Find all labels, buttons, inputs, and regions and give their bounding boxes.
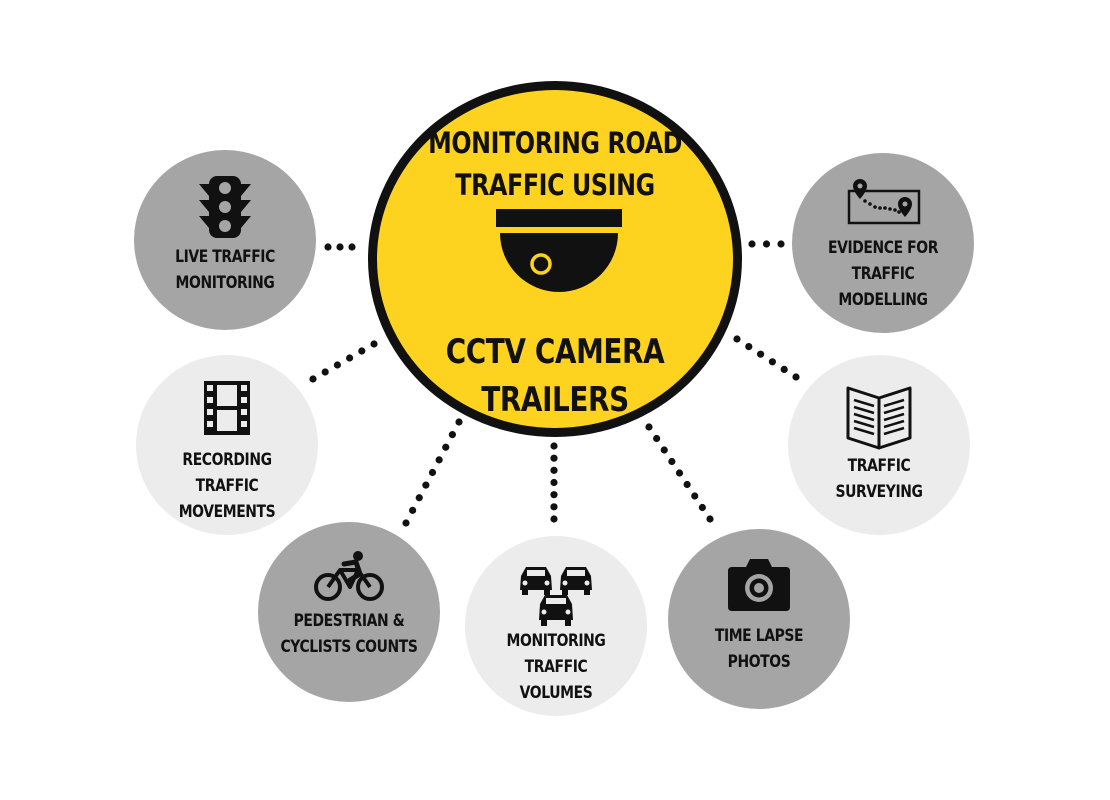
connector-dot: [321, 368, 329, 376]
node-label-line: MODELLING: [838, 290, 928, 310]
node-label-line: PEDESTRIAN &: [293, 611, 405, 631]
connector-dot: [550, 466, 558, 474]
connector-dot: [324, 243, 332, 251]
connector-dot: [358, 347, 366, 355]
connector-dot: [757, 350, 765, 358]
cyclist-icon: [314, 551, 384, 601]
connector-dot: [748, 240, 756, 248]
connector-dot: [336, 243, 344, 251]
connector-dot: [780, 365, 788, 373]
node-label-line: CYCLISTS COUNTS: [280, 637, 418, 657]
connector-dot: [402, 519, 410, 527]
connector-dot: [550, 478, 558, 487]
connector-dot: [428, 468, 437, 477]
connector-dot: [645, 423, 653, 431]
connector-dot: [348, 243, 356, 251]
node-label-line: EVIDENCE FOR: [827, 238, 939, 258]
connector-dot: [698, 503, 706, 512]
connector-dot: [675, 469, 684, 477]
map-route-icon: [847, 179, 921, 225]
hub-title-line-1: MONITORING ROAD: [428, 126, 682, 160]
node-label-line: MONITORING TRAFFIC: [506, 631, 606, 677]
connector-dot: [422, 481, 430, 489]
connector-dot: [550, 454, 558, 462]
cars-icon: [520, 567, 592, 626]
node-pedestrian-cyclists-counts: PEDESTRIAN & CYCLISTS COUNTS: [258, 522, 440, 702]
node-time-lapse-photos: TIME LAPSE PHOTOS: [668, 529, 850, 709]
connector-dot: [762, 240, 771, 248]
hub-subtitle: CCTV CAMERA TRAILERS: [409, 328, 701, 424]
hub-title: MONITORING ROAD TRAFFIC USING: [409, 122, 701, 206]
traffic-light-icon: [199, 176, 251, 238]
connector-dot: [448, 431, 456, 439]
node-evidence-traffic-modelling: EVIDENCE FOR TRAFFIC MODELLING: [792, 153, 974, 333]
node-label-line: PHOTOS: [727, 652, 791, 672]
node-live-traffic-monitoring: LIVE TRAFFIC MONITORING: [134, 150, 316, 330]
hub-title-line-2: TRAFFIC USING: [455, 168, 655, 202]
connector-dot: [777, 240, 785, 248]
connector-dot: [691, 492, 699, 500]
node-label-line: RECORDING TRAFFIC: [182, 450, 272, 496]
connector-dot: [768, 358, 777, 366]
connector-dot: [435, 456, 443, 464]
connector-dot: [550, 491, 558, 499]
connector-dot: [653, 434, 661, 443]
connector-dot: [550, 503, 558, 511]
film-strip-icon: [204, 381, 250, 435]
node-label-line: TRAFFIC: [851, 264, 915, 284]
node-monitoring-traffic-volumes: MONITORING TRAFFIC VOLUMES: [465, 536, 647, 716]
node-label-line: SURVEYING: [835, 482, 923, 502]
connector-dot: [706, 515, 714, 523]
hub-subtitle-line-1: CCTV CAMERA: [445, 332, 665, 372]
node-label-line: MONITORING: [175, 273, 275, 293]
open-book-icon: [846, 386, 912, 450]
central-hub: MONITORING ROAD TRAFFIC USING CCTV CAMER…: [368, 81, 742, 437]
cctv-dome-camera-icon: [496, 209, 622, 292]
hub-subtitle-line-2: TRAILERS: [481, 380, 629, 420]
connector-dot: [309, 375, 317, 383]
node-label-line: MOVEMENTS: [178, 502, 276, 522]
connector-dot: [745, 343, 753, 351]
connector-dot: [370, 340, 378, 348]
connector-dot: [683, 480, 691, 489]
connector-dot: [550, 515, 558, 523]
connector-dot: [455, 418, 463, 426]
connector-dot: [442, 443, 450, 451]
connector-dot: [792, 373, 800, 381]
connector-dot: [409, 506, 417, 514]
connector-dot: [346, 354, 354, 362]
camera-icon: [728, 559, 790, 611]
connector-dot: [415, 494, 423, 502]
node-label-line: TIME LAPSE: [714, 626, 804, 646]
connector-dot: [333, 361, 341, 369]
node-label-line: TRAFFIC: [847, 456, 911, 476]
connector-dot: [660, 446, 668, 454]
node-label-line: LIVE TRAFFIC: [175, 247, 275, 267]
node-traffic-surveying: TRAFFIC SURVEYING: [788, 355, 970, 535]
node-label-line: VOLUMES: [519, 683, 593, 703]
node-recording-traffic-movements: RECORDING TRAFFIC MOVEMENTS: [136, 355, 318, 535]
connector-dot: [668, 457, 676, 466]
connector-dot: [733, 335, 741, 343]
connector-dot: [550, 442, 558, 450]
